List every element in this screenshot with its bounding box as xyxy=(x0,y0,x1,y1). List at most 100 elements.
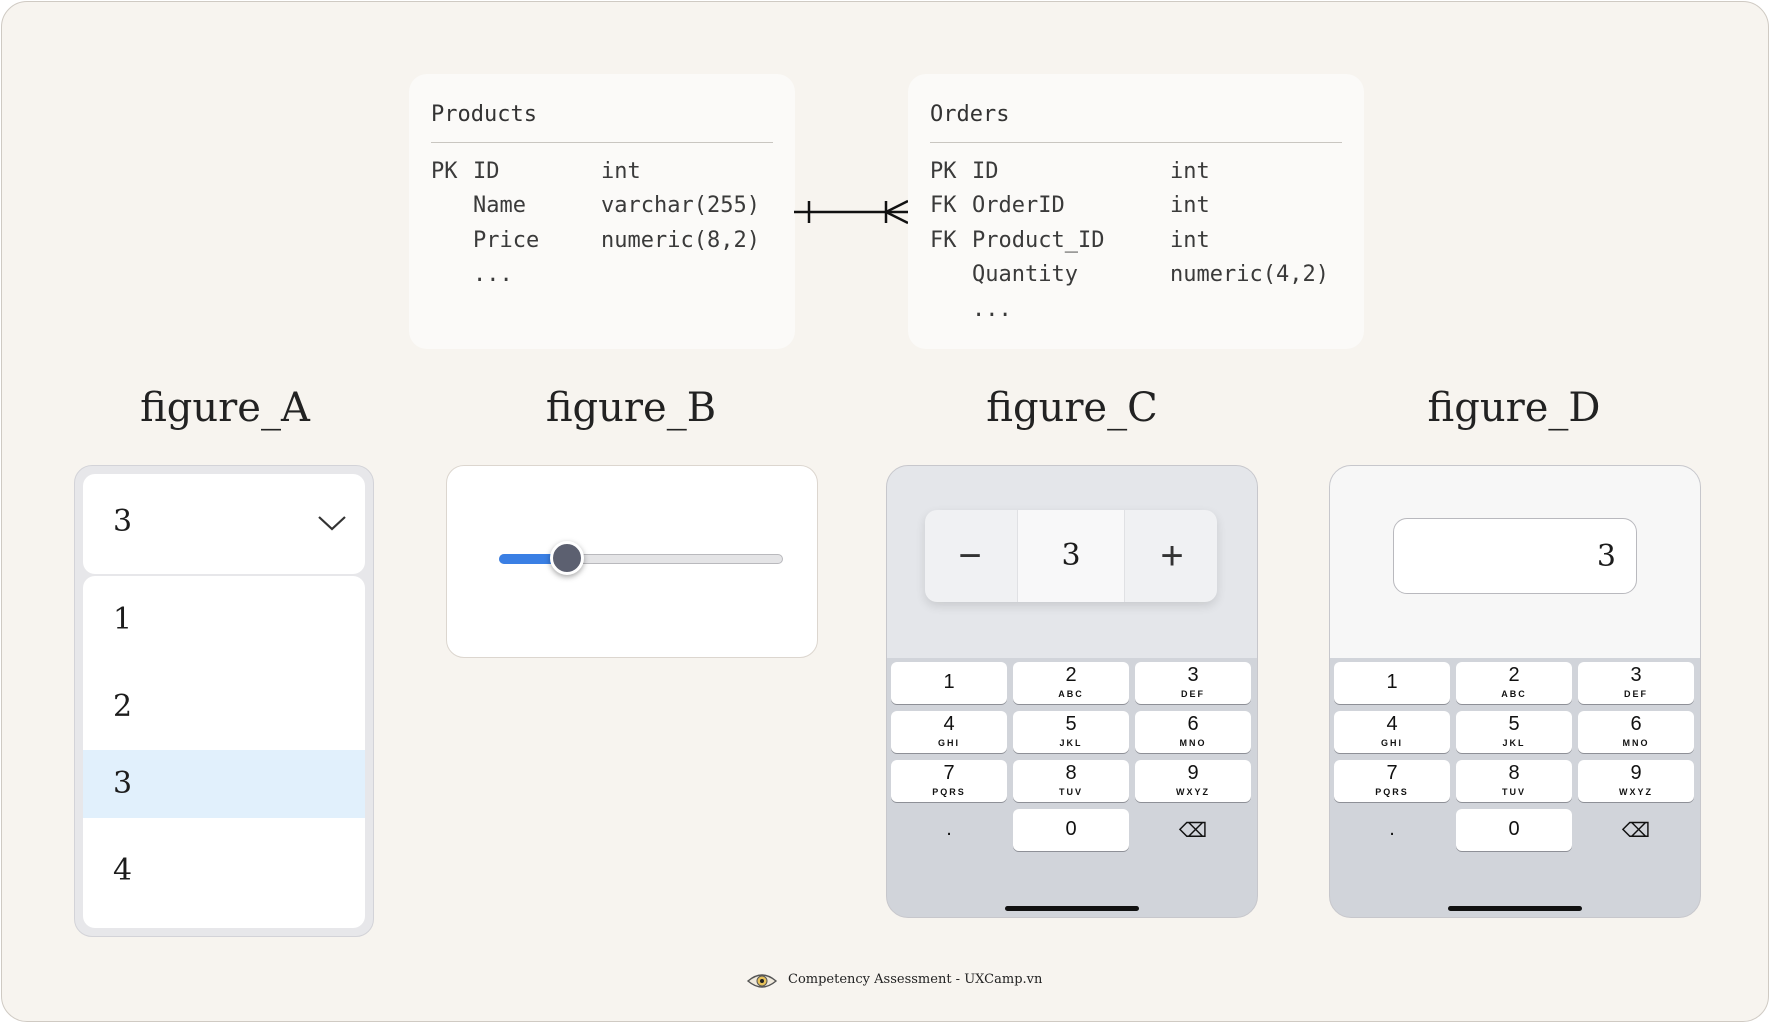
column-name: Quantity xyxy=(972,262,1078,287)
key-letters: JKL xyxy=(1502,738,1526,748)
dropdown-option[interactable]: 1 xyxy=(83,586,365,654)
table-row: ... xyxy=(431,260,513,290)
option-label: 1 xyxy=(113,602,133,637)
key-label: FK xyxy=(930,193,957,218)
table-row: ... xyxy=(930,295,1012,325)
figure-b-slider-card xyxy=(446,465,818,658)
keypad-key[interactable]: 1 xyxy=(1334,662,1450,704)
key-label: PK xyxy=(930,159,957,184)
home-indicator xyxy=(1448,906,1582,911)
keypad-key[interactable]: 1 xyxy=(891,662,1007,704)
key-digit: 7 xyxy=(1386,762,1398,784)
key-digit: 3 xyxy=(1187,664,1199,686)
slider-thumb[interactable] xyxy=(550,541,585,575)
key-digit: 4 xyxy=(943,713,955,735)
key-digit: 1 xyxy=(1386,671,1398,693)
option-label: 3 xyxy=(113,766,133,801)
key-letters: DEF xyxy=(1181,689,1205,699)
backspace-icon: ⌫ xyxy=(1621,820,1651,842)
relationship-connector-icon xyxy=(794,199,909,225)
key-letters: WXYZ xyxy=(1619,787,1653,797)
column-name: Name xyxy=(473,193,526,218)
key-digit: 0 xyxy=(1065,818,1077,840)
key-digit: 2 xyxy=(1065,664,1077,686)
key-letters: PQRS xyxy=(932,787,966,797)
column-type: numeric(8,2) xyxy=(601,228,760,253)
column-type: int xyxy=(1170,228,1210,253)
key-digit: 5 xyxy=(1508,713,1520,735)
figure-c-title: figure_C xyxy=(986,385,1158,431)
column-name: ID xyxy=(473,159,500,184)
key-letters: PQRS xyxy=(1375,787,1409,797)
dropdown-option[interactable]: 2 xyxy=(83,673,365,741)
column-name: Price xyxy=(473,228,540,253)
column-name: OrderID xyxy=(972,193,1065,218)
key-digit: 4 xyxy=(1386,713,1398,735)
eye-logo-icon xyxy=(746,974,778,988)
keypad-key[interactable]: . xyxy=(891,809,1007,851)
keypad-key[interactable]: 0 xyxy=(1456,809,1572,851)
column-name: ... xyxy=(473,262,513,287)
key-digit: . xyxy=(946,818,952,840)
table-row: FK Product_ID int xyxy=(930,226,1210,256)
figure-a-dropdown: 3 1 2 3 4 xyxy=(74,465,374,937)
dropdown-option[interactable]: 4 xyxy=(83,837,365,905)
column-type: numeric(4,2) xyxy=(1170,262,1329,287)
key-digit: 6 xyxy=(1187,713,1199,735)
key-letters: ABC xyxy=(1058,689,1084,699)
table-row: PK ID int xyxy=(930,157,1210,187)
backspace-key[interactable]: ⌫ xyxy=(1135,809,1251,851)
table-row: Quantity numeric(4,2) xyxy=(930,260,1329,290)
keypad-key[interactable]: . xyxy=(1334,809,1450,851)
number-input-field[interactable]: 3 xyxy=(1393,518,1637,594)
stepper-value[interactable]: 3 xyxy=(1017,510,1125,602)
decrement-button[interactable]: − xyxy=(958,534,982,578)
select-control[interactable]: 3 xyxy=(83,474,365,574)
increment-button[interactable]: + xyxy=(1160,534,1184,578)
key-letters: TUV xyxy=(1059,787,1083,797)
column-type: int xyxy=(1170,159,1210,184)
home-indicator xyxy=(1005,906,1139,911)
key-digit: 0 xyxy=(1508,818,1520,840)
phone-content-area: 3 xyxy=(1330,466,1700,658)
key-letters: WXYZ xyxy=(1176,787,1210,797)
table-row: PK ID int xyxy=(431,157,641,187)
footer-text: Competency Assessment - UXCamp.vn xyxy=(788,972,1043,987)
phone-content-area: − 3 + xyxy=(887,466,1257,658)
key-digit: 1 xyxy=(943,671,955,693)
key-digit: 8 xyxy=(1065,762,1077,784)
key-digit: 3 xyxy=(1630,664,1642,686)
quantity-stepper: − 3 + xyxy=(925,510,1217,602)
dropdown-option-selected[interactable]: 3 xyxy=(83,750,365,818)
column-type: int xyxy=(1170,193,1210,218)
slider-fill xyxy=(499,554,568,564)
option-label: 2 xyxy=(113,689,133,724)
key-digit: 6 xyxy=(1630,713,1642,735)
field-value: 3 xyxy=(1596,539,1616,574)
backspace-key[interactable]: ⌫ xyxy=(1578,809,1694,851)
key-digit: 9 xyxy=(1630,762,1642,784)
products-table: Products PK ID int Name varchar(255) Pri… xyxy=(409,74,795,349)
column-type: varchar(255) xyxy=(601,193,760,218)
key-letters: ABC xyxy=(1501,689,1527,699)
keypad-key[interactable]: 0 xyxy=(1013,809,1129,851)
